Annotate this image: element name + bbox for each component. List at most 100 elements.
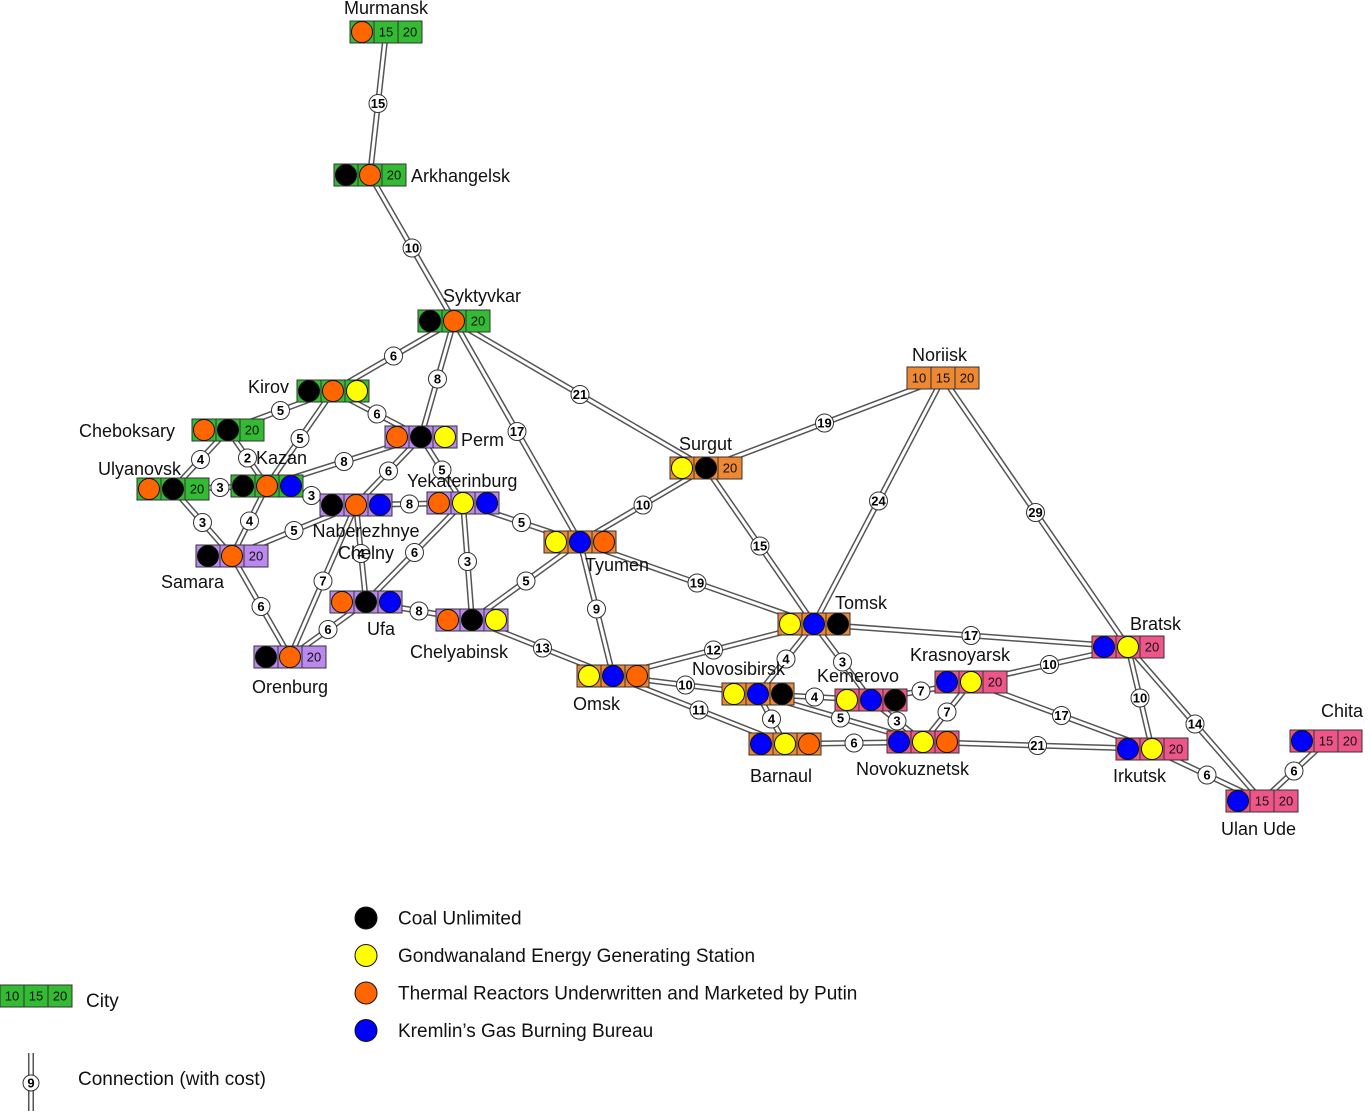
connection-tyumen-tomsk[interactable]: 19 [579,539,815,627]
city-arkhangelsk-slot-3 [381,163,407,187]
connection-yekaterinburg-chelyabinsk[interactable]: 3 [458,502,477,621]
connection-samara-orenburg[interactable]: 6 [229,554,293,659]
city-ulyanovsk[interactable]: 20 [136,477,210,501]
kremlin-gas-legend-swatch [354,1019,378,1042]
city-perm[interactable] [384,425,458,449]
city-labels-layer: MurmanskArkhangelskSyktyvkarKirovCheboks… [79,0,1364,839]
city-kazan[interactable] [230,474,304,498]
connection-cost-label: 21 [1030,738,1044,753]
city-label-ulan-ude: Ulan Ude [1221,819,1296,839]
connection-novokuznetsk-irkutsk[interactable]: 21 [922,736,1153,755]
city-barnaul[interactable] [748,732,822,756]
city-kirov[interactable] [296,379,370,403]
connection-yekaterinburg-ufa[interactable]: 6 [363,500,466,605]
city-irkutsk-slot-cost: 20 [1169,742,1183,757]
thermal-reactors-plant-marker [443,310,465,332]
gondwanaland-plant-marker [346,380,368,402]
thermal-reactors-plant-marker [279,646,301,668]
connection-cost-label: 9 [593,602,600,617]
connection-syktyvkar-kirov[interactable]: 6 [331,318,456,394]
city-naberezhnye[interactable] [319,493,393,517]
connection-cost-label: 7 [319,574,326,589]
connection-naberezhnye-ufa[interactable]: 4 [351,504,371,603]
city-novosibirsk[interactable] [721,682,795,706]
city-irkutsk[interactable]: 20 [1115,737,1189,761]
connection-noriisk-bratsk[interactable]: 29 [940,376,1131,649]
connection-syktyvkar-surgut[interactable]: 21 [452,318,708,471]
connection-cost-circle [911,681,931,701]
kremlin-gas-plant-marker [1117,738,1139,760]
connection-syktyvkar-perm[interactable]: 8 [418,320,457,438]
connection-surgut-tomsk[interactable]: 15 [703,466,817,626]
city-surgut-slot-cost: 20 [723,461,737,476]
city-label-omsk: Omsk [573,694,621,714]
city-yekaterinburg[interactable] [426,491,500,515]
connection-kirov-kazan[interactable]: 5 [264,389,336,488]
connection-chelyabinsk-tyumen[interactable]: 5 [470,539,582,623]
connection-cost-circle [776,649,796,669]
connection-bratsk-irkutsk[interactable]: 10 [1125,646,1155,750]
city-noriisk-slot-cost: 15 [936,371,950,386]
legend-connection-label: Connection (with cost) [78,1069,266,1090]
gondwanaland-plant-marker [671,457,693,479]
connection-noriisk-tomsk[interactable]: 24 [811,376,946,626]
coal-unlimited-plant-marker [355,591,377,613]
connection-syktyvkar-tyumen[interactable]: 17 [451,319,583,544]
city-kemerovo[interactable] [834,688,908,712]
city-arkhangelsk-slot-cost: 20 [387,168,401,183]
city-chelyabinsk[interactable] [435,608,509,632]
city-samara[interactable]: 20 [195,544,269,568]
connection-bratsk-ulan_ude[interactable]: 14 [1125,645,1265,803]
connection-arkhangelsk-syktyvkar[interactable]: 10 [367,173,457,323]
city-arkhangelsk[interactable]: 20 [333,163,407,187]
gondwanaland-plant-marker [485,609,507,631]
connection-tyumen-omsk[interactable]: 9 [577,541,616,677]
city-syktyvkar-slot-3 [465,309,491,333]
connection-tomsk-novosibirsk[interactable]: 4 [755,622,817,696]
connection-cost-label: 3 [199,515,206,530]
city-syktyvkar[interactable]: 20 [417,309,491,333]
gondwanaland-legend-swatch [354,944,378,967]
connection-kazan-samara[interactable]: 4 [229,484,270,558]
connection-naberezhnye-orenburg[interactable]: 7 [287,503,359,659]
city-label-bratsk: Bratsk [1130,614,1182,634]
connection-cost-label: 12 [706,643,720,658]
coal-unlimited-plant-marker [197,545,219,567]
coal-unlimited-plant-marker [232,475,254,497]
connection-cost-label: 3 [893,714,900,729]
connection-cost-label: 19 [690,576,704,591]
city-krasnoyarsk[interactable]: 20 [934,670,1008,694]
city-omsk[interactable] [576,664,650,688]
connection-tyumen-surgut[interactable]: 10 [578,465,708,545]
city-bratsk[interactable]: 20 [1091,635,1165,659]
connection-cost-circle [676,675,695,695]
city-orenburg[interactable]: 20 [253,645,327,669]
connection-tomsk-kemerovo[interactable]: 3 [811,622,874,702]
city-novokuznetsk[interactable] [886,730,960,754]
connection-cost-circle [516,571,536,591]
thermal-reactors-plant-marker [322,380,344,402]
thermal-reactors-plant-marker [593,531,615,553]
connection-cost-circle [402,238,422,258]
connection-cost-circle [1026,503,1045,522]
kremlin-gas-plant-marker [747,683,769,705]
city-ufa[interactable] [329,590,403,614]
coal-unlimited-plant-marker [827,613,849,635]
city-label-chelny: Chelny [338,543,394,563]
legend-connection-cost-circle [22,1074,40,1092]
city-surgut[interactable]: 20 [669,456,743,480]
city-cheboksary[interactable]: 20 [191,418,265,442]
connection-murmansk-arkhangelsk[interactable]: 15 [367,31,389,176]
connection-tomsk-bratsk[interactable]: 17 [813,621,1129,650]
city-label-arkhangelsk: Arkhangelsk [411,166,511,186]
connection-surgut-noriisk[interactable]: 19 [704,375,945,471]
kremlin-gas-plant-marker [1227,790,1249,812]
connection-cost-label: 5 [290,523,297,538]
thermal-reactors-plant-marker [626,665,648,687]
city-tomsk[interactable] [777,612,851,636]
city-tyumen[interactable] [543,530,617,554]
